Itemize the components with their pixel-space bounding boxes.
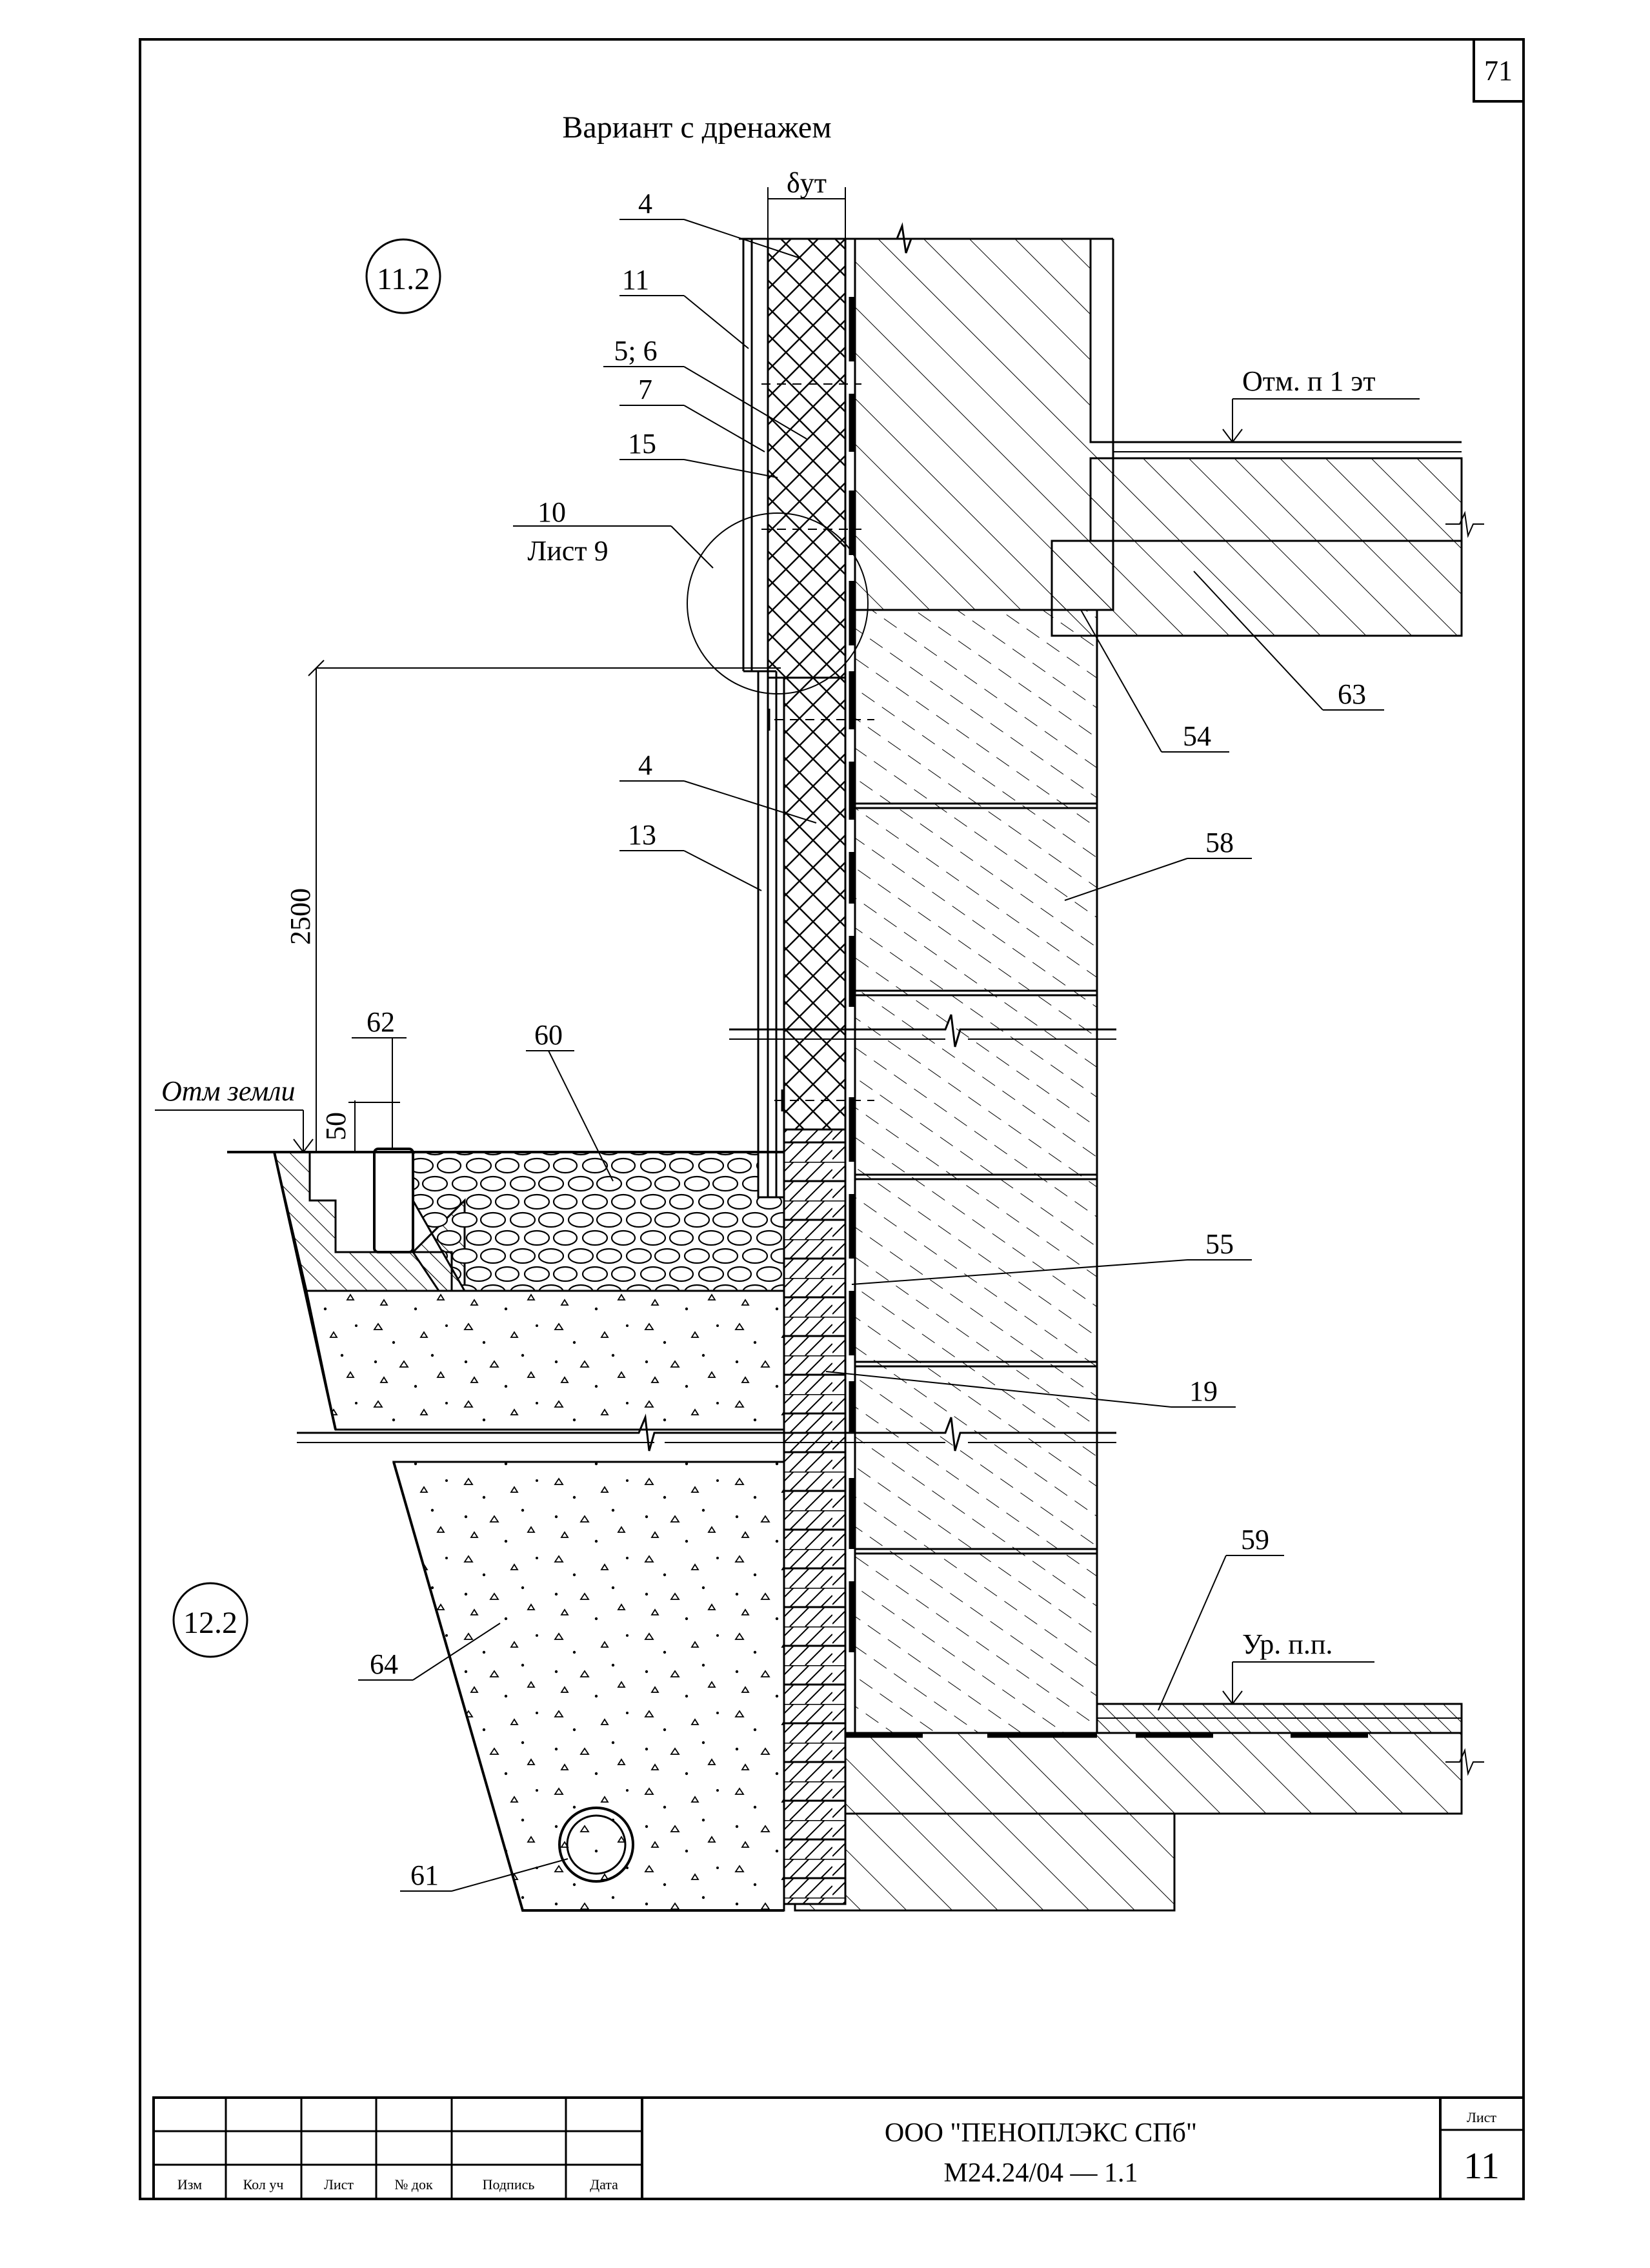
slab-break-mark — [1445, 511, 1484, 538]
position-label: 19 — [1189, 1375, 1218, 1407]
drawing-title: Вариант с дренажем — [562, 110, 831, 145]
level-mark-first-floor — [1222, 398, 1420, 443]
position-label: 11 — [622, 264, 649, 296]
section-break-line-upper — [297, 1413, 1116, 1452]
detail-callout-sheet: Лист 9 — [527, 535, 608, 567]
position-label: 55 — [1205, 1228, 1234, 1260]
position-labels: 4 11 5; 6 7 15 63 54 4 13 58 62 60 55 19… — [367, 188, 1366, 1891]
section-mark-top: 11.2 — [377, 262, 430, 296]
title-block — [152, 2096, 1525, 2200]
position-label: 4 — [638, 749, 652, 781]
wall-break-line-upper — [729, 1014, 1116, 1048]
title-block-col-izm: Изм — [177, 2176, 202, 2192]
position-label: 64 — [370, 1648, 398, 1680]
position-label: 61 — [410, 1859, 439, 1891]
insulation-thickness-symbol: δут — [787, 167, 827, 199]
position-label: 60 — [534, 1019, 563, 1051]
organization-name: ООО "ПЕНОПЛЭКС СПб" — [885, 2118, 1197, 2148]
block-joints — [855, 802, 1097, 1555]
offset-dimension-value: 50 — [320, 1112, 352, 1140]
level-first-floor-label: Отм. п 1 эт — [1242, 365, 1376, 397]
sheet-label: Лист — [1467, 2109, 1496, 2125]
title-block-col-doc: № док — [394, 2176, 433, 2192]
drain-pipe-inner — [566, 1814, 627, 1875]
detail-callout-leader-diag — [670, 525, 714, 569]
position-label: 4 — [638, 188, 652, 219]
section-mark-circle-bottom — [172, 1582, 248, 1658]
height-dimension-value: 2500 — [285, 888, 316, 945]
foundation-blocks — [854, 609, 1098, 1734]
level-ground-label: Отм земли — [161, 1075, 296, 1107]
section-mark-bottom: 12.2 — [183, 1606, 237, 1640]
drain-pipe-outer — [558, 1807, 634, 1883]
position-label: 54 — [1183, 720, 1211, 752]
title-block-col-kol-uch: Кол уч — [243, 2176, 284, 2192]
offset-dimension — [348, 1100, 400, 1152]
detail-callout-number: 10 — [538, 496, 566, 528]
page-number-box — [1473, 38, 1525, 103]
position-label: 7 — [638, 374, 652, 405]
title-block-col-date: Дата — [590, 2176, 618, 2192]
position-label: 58 — [1205, 827, 1234, 858]
facade-render-layers — [742, 239, 778, 1199]
title-block-col-list: Лист — [324, 2176, 354, 2192]
protective-brick-layer — [783, 1128, 847, 1905]
trench-slope-upper — [273, 1151, 337, 1430]
sand-backfill-upper — [305, 1290, 785, 1431]
insulation-lower — [783, 676, 847, 1131]
surface-drain-channel — [373, 1148, 414, 1253]
title-block-col-signature: Подпись — [483, 2176, 535, 2192]
position-label: 63 — [1338, 678, 1366, 710]
document-code: М24.24/04 — 1.1 — [943, 2158, 1138, 2188]
position-label: 5; 6 — [614, 335, 657, 367]
page-number: 71 — [1484, 55, 1513, 86]
section-mark-circle-top — [365, 238, 441, 314]
level-mark-floor — [1222, 1661, 1374, 1705]
level-floor-label: Ур. п.п. — [1242, 1628, 1333, 1660]
height-dimension — [308, 660, 781, 1152]
position-leaders — [352, 219, 1384, 1892]
position-label: 62 — [367, 1006, 395, 1038]
basement-slab-break-mark — [1445, 1748, 1484, 1776]
position-label: 13 — [628, 819, 656, 851]
fixing-dowels — [761, 383, 874, 1101]
dowel-heads — [768, 709, 783, 1111]
detail-callout-circle — [687, 512, 869, 694]
footing-and-basement-slab — [794, 1732, 1463, 1912]
trench-slope-lower — [392, 1461, 784, 1912]
sheet-number: 11 — [1464, 2145, 1500, 2187]
insulation-upper — [767, 238, 847, 679]
sand-backfill-lower — [392, 1461, 785, 1912]
crushed-stone-backfill — [412, 1151, 785, 1292]
level-mark-ground — [155, 1109, 314, 1153]
position-label: 59 — [1241, 1524, 1269, 1555]
position-label: 15 — [628, 428, 656, 460]
floor-slab — [1051, 457, 1463, 637]
wall-top-break-mark — [739, 222, 1103, 254]
insulation-thickness-dimension — [767, 187, 846, 239]
